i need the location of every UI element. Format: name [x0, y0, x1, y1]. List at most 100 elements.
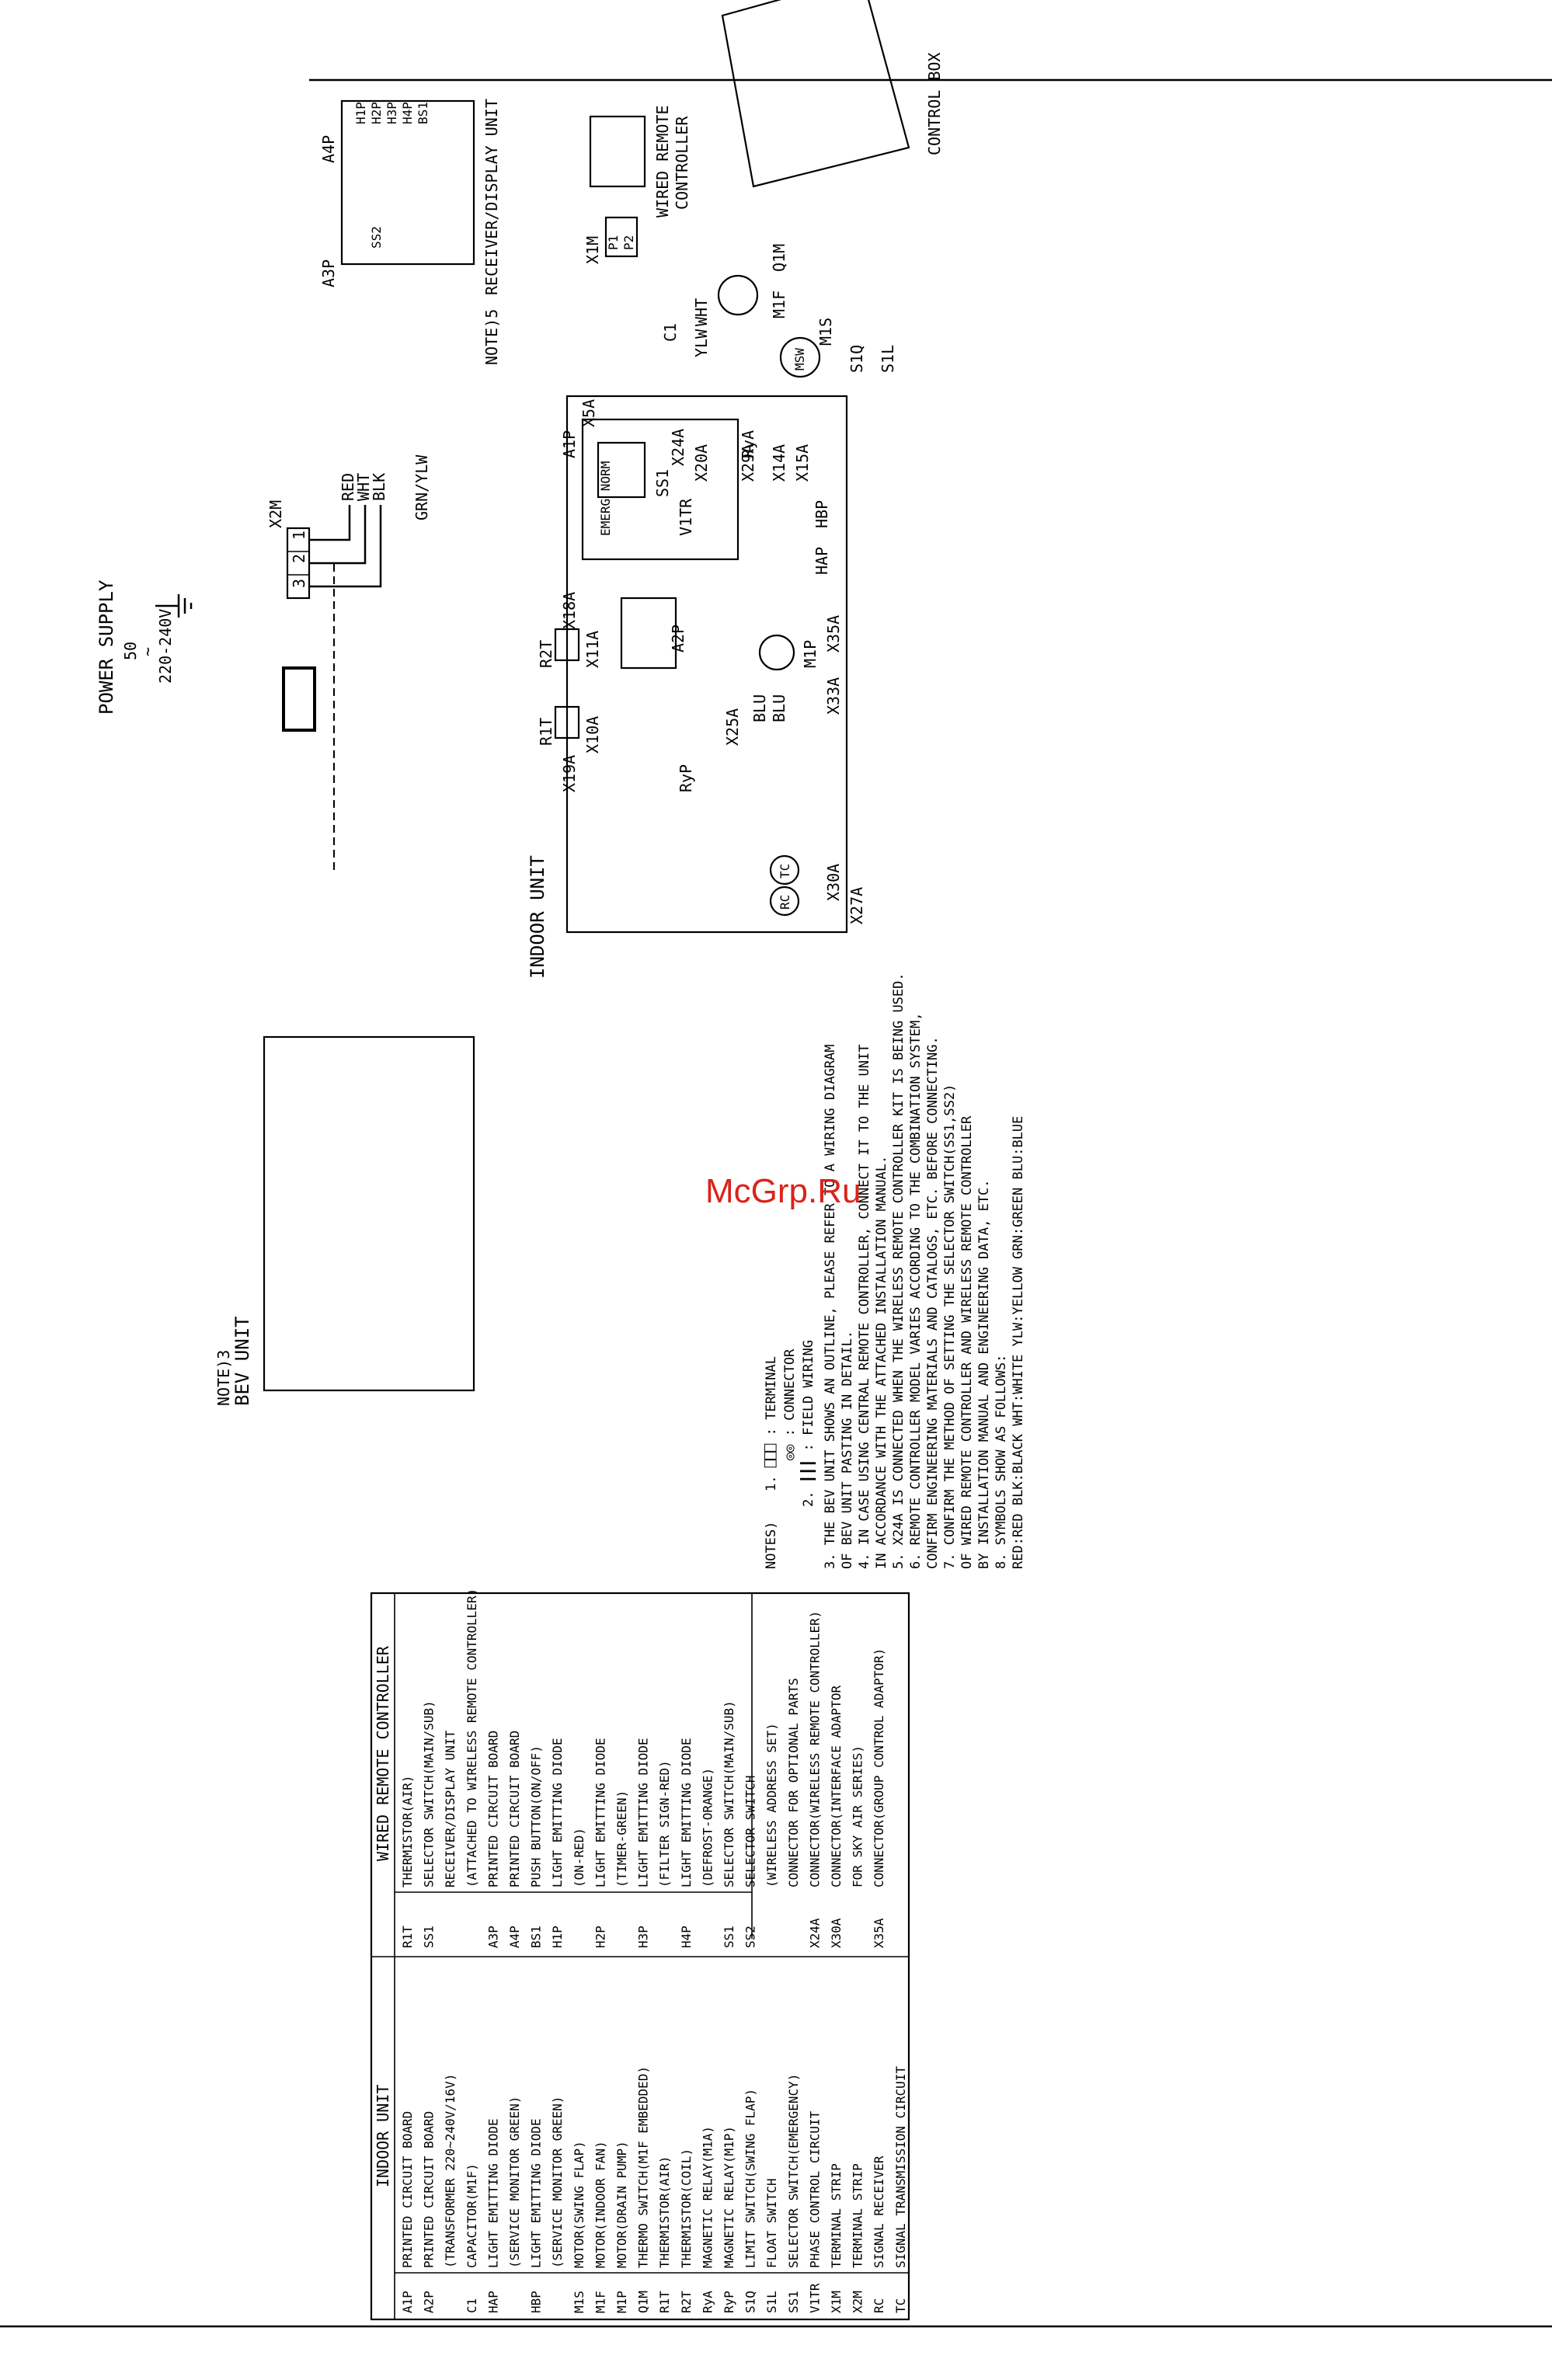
legend-left-desc: SELECTOR SWITCH(EMERGENCY)	[786, 2074, 801, 2268]
legend-right-code: X24A	[807, 1918, 822, 1948]
indoor-unit-enclosure	[565, 395, 848, 934]
control-box-label: CONTROL BOX	[925, 53, 944, 155]
m1s-label: M1S	[816, 318, 835, 346]
legend-right-desc: LIGHT EMITTING DIODE	[679, 1738, 694, 1888]
legend-right-code: H3P	[636, 1926, 651, 1948]
x24a-label: X24A	[669, 429, 687, 466]
legend-right-desc: CONNECTOR(INTERFACE ADAPTOR	[829, 1686, 844, 1888]
legend-left-desc: MOTOR(INDOOR FAN)	[593, 2141, 607, 2268]
wire-wht: WHT	[354, 473, 373, 501]
legend-left-desc: SIGNAL TRANSMISSION CIRCUIT	[893, 2066, 908, 2268]
x2m-term-1: 1	[290, 531, 308, 540]
ss1-emergency-switch	[597, 441, 646, 499]
legend-right-code: SS1	[722, 1926, 736, 1948]
x11a-label: X11A	[583, 631, 602, 668]
wire-blk: BLK	[370, 473, 388, 501]
x14a-label: X14A	[770, 444, 788, 482]
legend-left-desc: TERMINAL STRIP	[829, 2163, 844, 2268]
legend-right-desc: (WIRELESS ADDRESS SET)	[764, 1723, 779, 1888]
legend-left-code: SS1	[786, 2291, 801, 2313]
legend-left-code: V1TR	[807, 2283, 822, 2313]
m1f-label: M1F	[770, 291, 788, 318]
legend-header-indoor: INDOOR UNIT	[374, 2085, 392, 2187]
a1p-board	[581, 418, 739, 561]
blu-wire-1: BLU	[750, 694, 769, 722]
bev-unit-label: BEV UNIT	[231, 1316, 253, 1406]
note3-label: NOTE)3	[214, 1350, 233, 1406]
x2m-terminal-strip: X2M 1 2 3	[266, 500, 311, 600]
legend-left-desc: MAGNETIC RELAY(M1A)	[700, 2126, 715, 2268]
x1m-terminal-strip	[604, 216, 639, 258]
legend-right-desc: (TIMER-GREEN)	[614, 1790, 629, 1888]
legend-left-code: S1Q	[743, 2291, 758, 2313]
note-line: CONFIRM ENGINEERING MATERIALS AND CATALO…	[925, 1036, 941, 1569]
x2m-term-3: 3	[290, 579, 308, 588]
emerg-norm-label: EMERG NORM	[598, 461, 613, 536]
m1p-drain-pump-motor	[758, 634, 795, 671]
legend-left-code: C1	[465, 2298, 479, 2313]
s1q-label: S1Q	[847, 345, 866, 373]
x1m-p2: P2	[621, 235, 636, 250]
m1s-swing-motor	[779, 336, 821, 378]
legend-left-code: M1P	[614, 2291, 629, 2313]
v1tr-label: V1TR	[677, 498, 695, 536]
msw-label: MSW	[792, 348, 807, 371]
notes-symbol-connector: ◎◎ : CONNECTOR	[782, 1348, 798, 1460]
legend-right-code: H4P	[679, 1926, 694, 1948]
legend-right-desc: PUSH BUTTON(ON/OFF)	[529, 1745, 544, 1888]
rc-label: RC	[778, 895, 792, 910]
x2m-label: X2M	[266, 500, 285, 528]
rc-signal-receiver	[769, 886, 800, 917]
bs1-label: BS1	[416, 102, 430, 124]
legend-right-desc: (FILTER SIGN-RED)	[657, 1760, 672, 1888]
legend-header-remote: WIRED REMOTE CONTROLLER	[374, 1645, 392, 1861]
ss1-label: SS1	[653, 469, 672, 497]
legend-left-desc: PHASE CONTROL CIRCUIT	[807, 2110, 822, 2268]
component-legend-table: INDOOR UNIT WIRED REMOTE CONTROLLER A1PP…	[370, 1588, 910, 2321]
x27a-label: X27A	[847, 887, 866, 924]
legend-right-desc: THERMISTOR(AIR)	[400, 1776, 415, 1888]
note-line: 3. THE BEV UNIT SHOWS AN OUTLINE, PLEASE…	[823, 1044, 838, 1569]
x18a-label: X18A	[560, 592, 579, 629]
receiver-display-unit	[340, 99, 475, 266]
legend-left-code: R2T	[679, 2291, 694, 2313]
h1p-label: H1P	[353, 102, 368, 124]
wht-label-c1: WHT	[692, 298, 711, 326]
legend-left-desc: LIGHT EMITTING DIODE	[529, 2118, 544, 2268]
note-line: OF WIRED REMOTE CONTROLLER AND WIRELESS …	[959, 1115, 975, 1569]
wired-remote-controller-box	[589, 115, 646, 188]
legend-right-desc: LIGHT EMITTING DIODE	[593, 1738, 607, 1888]
legend-right-desc: LIGHT EMITTING DIODE	[550, 1738, 565, 1888]
notes-block: NOTES) 1. ⎕⎕⎕ : TERMINAL ◎◎ : CONNECTOR …	[764, 973, 1026, 1569]
a4p-label: A4P	[319, 135, 338, 163]
legend-right-code: H2P	[593, 1926, 607, 1948]
legend-left-desc: (SERVICE MONITOR GREEN)	[550, 2096, 565, 2268]
legend-right-code: H1P	[550, 1926, 565, 1948]
notes-title: NOTES)	[764, 1522, 779, 1569]
legend-left-desc: LIGHT EMITTING DIODE	[485, 2118, 500, 2268]
a2p-board	[620, 597, 677, 670]
legend-left-code: Q1M	[636, 2291, 651, 2313]
watermark: McGrp.Ru	[705, 1172, 861, 1210]
legend-right-desc: CONNECTOR FOR OPTIONAL PARTS	[786, 1678, 801, 1888]
field-wiring-bundle	[282, 666, 316, 732]
wire-grn-ylw: GRN/YLW	[412, 454, 431, 520]
legend-left-desc: MOTOR(DRAIN PUMP)	[614, 2141, 629, 2268]
legend-left-desc: (TRANSFORMER 220~240V/16V)	[443, 2074, 458, 2268]
note-line: BY INSTALLATION MANUAL AND ENGINEERING D…	[976, 1179, 992, 1569]
a2p-label: A2P	[669, 625, 687, 652]
legend-left-desc: SIGNAL RECEIVER	[872, 2156, 886, 2268]
legend-right-code: SS2	[743, 1926, 758, 1948]
legend-right-desc: (DEFROST-ORANGE)	[700, 1768, 715, 1888]
x2m-term-2: 2	[290, 554, 308, 563]
legend-right-code: BS1	[529, 1926, 544, 1948]
legend-right-desc: PRINTED CIRCUIT BOARD	[507, 1731, 522, 1888]
note-line: 8. SYMBOLS SHOW AS FOLLOWS:	[993, 1355, 1009, 1569]
legend-left-code: X2M	[851, 2291, 865, 2313]
legend-left-desc: LIMIT SWITCH(SWING FLAP)	[743, 2089, 758, 2268]
power-frequency: 50	[121, 642, 140, 660]
a3p-label: A3P	[319, 259, 338, 287]
wired-remote-label-1: WIRED REMOTE	[653, 106, 672, 218]
power-supply-label: POWER SUPPLY	[96, 579, 117, 715]
